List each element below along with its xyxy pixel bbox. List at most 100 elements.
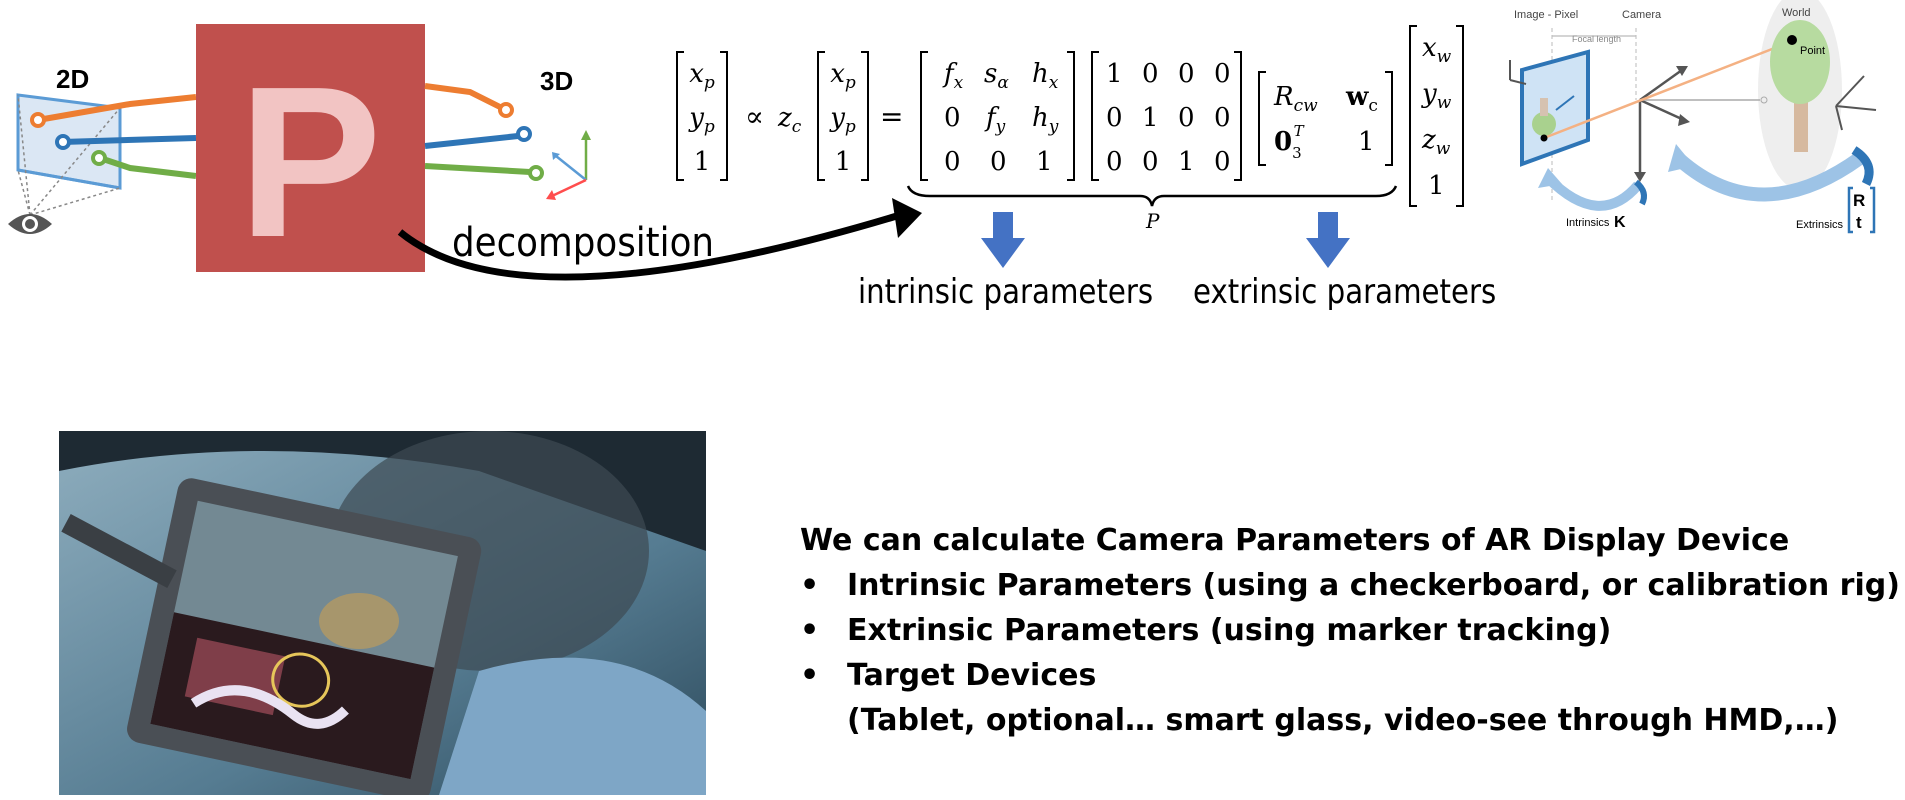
extrinsics-label: Extrinsics [1796, 219, 1844, 231]
camera-image-plane [1520, 49, 1590, 167]
k-fy: fy [984, 103, 1006, 137]
ext-r: Rcw [1273, 82, 1318, 116]
bullet-target-devices: • Target Devices [800, 653, 1890, 698]
world-x: xw [1422, 33, 1452, 67]
point-3d-blue [516, 126, 532, 142]
extrinsics-symbol-t: t [1856, 213, 1862, 232]
svg-text:0: 0 [1142, 59, 1159, 89]
bullet-extrinsic-text: Extrinsic Parameters (using marker track… [847, 613, 1612, 648]
heading: We can calculate Camera Parameters of AR… [800, 523, 1790, 558]
svg-text:0: 0 [1214, 103, 1231, 133]
projection-diagram: 2D P 3D decomposition [8, 0, 1877, 282]
bullet-extrinsic: • Extrinsic Parameters (using marker tra… [800, 608, 1890, 653]
bullet-continuation: (Tablet, optional… smart glass, video-se… [847, 703, 1839, 738]
tree-world-icon [1770, 20, 1830, 152]
image-pixel-label: Image - Pixel [1514, 9, 1578, 21]
bullet-dot: • [800, 658, 820, 693]
point-3d-green [528, 165, 544, 181]
focal-length-label: Focal length [1572, 34, 1621, 44]
k-0c: 0 [990, 147, 1007, 177]
bullet-dot: • [800, 613, 820, 648]
bullet-dot: • [800, 568, 820, 603]
svg-text:1: 1 [1142, 103, 1159, 133]
scale-zc: zc [777, 103, 802, 137]
underbrace [906, 185, 1398, 207]
rhs-y: yp [829, 103, 856, 137]
point-label: Point [1800, 45, 1825, 57]
k-1: 1 [1036, 147, 1053, 177]
camera-equation: xp yp 1 ∝ zc xp yp 1 = fx sα hx 0 fy hy … [676, 25, 1464, 233]
intrinsic-down-arrow [981, 212, 1025, 268]
k-hy: hy [1032, 103, 1059, 137]
label-2d: 2D [56, 64, 89, 94]
bullet-target-devices-text: Target Devices [847, 658, 1097, 693]
extrinsics-arrow [1675, 152, 1865, 202]
world-y: yw [1421, 79, 1452, 113]
world-label: World [1782, 7, 1811, 19]
equals-symbol: = [880, 100, 903, 133]
bracket-extrinsic [1258, 71, 1393, 166]
decomposition-arrowhead [892, 198, 922, 238]
rays-3d [424, 83, 544, 181]
eye-icon [8, 214, 52, 234]
world-1: 1 [1428, 171, 1445, 201]
svg-text:0: 0 [1214, 147, 1231, 177]
intrinsics-symbol: K [1614, 214, 1626, 231]
world-point [1787, 35, 1797, 45]
bracket-rhs [817, 51, 869, 181]
intrinsics-label: Intrinsics [1566, 217, 1610, 229]
world-z: zw [1421, 125, 1451, 159]
ar-surgery-illustration [59, 431, 706, 795]
svg-text:0: 0 [1142, 147, 1159, 177]
camera-label: Camera [1622, 9, 1662, 21]
rhs-x: xp [830, 59, 856, 93]
point-2d-green [91, 150, 107, 166]
camera-model-diagram: Image - Pixel Camera World Focal length [1509, 0, 1877, 234]
intrinsics-arrow [1544, 174, 1642, 211]
k-hx: hx [1032, 59, 1059, 93]
svg-text:1: 1 [1106, 59, 1123, 89]
k-0b: 0 [944, 147, 961, 177]
rhs-1: 1 [835, 147, 852, 177]
decomposition-arrow [397, 211, 902, 281]
ext-0: 03T [1274, 122, 1305, 162]
lhs-x: xp [689, 59, 715, 93]
ar-surgery-photo [59, 431, 706, 795]
extrinsic-down-arrow [1306, 212, 1350, 268]
point-2d-orange [30, 112, 46, 128]
tree-small-icon [1532, 98, 1556, 136]
intrinsic-parameters-label: intrinsic parameters [858, 272, 1154, 312]
svg-text:0: 0 [1106, 147, 1123, 177]
k-s: sα [984, 59, 1009, 93]
ext-1: 1 [1358, 127, 1375, 157]
label-3d: 3D [540, 66, 573, 96]
extrinsic-parameters-label: extrinsic parameters [1193, 272, 1497, 312]
ar-tablet [127, 478, 482, 795]
bracket-lhs [676, 51, 728, 181]
bracket-projection [1091, 51, 1242, 181]
axes-3d-icon [546, 130, 591, 200]
bullet-intrinsic: • Intrinsic Parameters (using a checkerb… [800, 563, 1900, 608]
projection-matrix-letter: P [238, 41, 381, 282]
extrinsics-bracket [1847, 186, 1876, 234]
camera-parameters-text: We can calculate Camera Parameters of AR… [800, 518, 1900, 743]
svg-text:1: 1 [1178, 147, 1195, 177]
extrinsics-symbol-r: R [1853, 191, 1865, 210]
proportional-symbol: ∝ [745, 100, 764, 133]
bracket-world [1409, 25, 1464, 207]
point-3d-orange [498, 102, 514, 118]
svg-text:0: 0 [1214, 59, 1231, 89]
k-0a: 0 [944, 103, 961, 133]
svg-text:0: 0 [1178, 103, 1195, 133]
brace-label: P [1145, 209, 1160, 233]
bracket-intrinsic [920, 51, 1075, 181]
point-2d-blue [55, 134, 71, 150]
svg-text:0: 0 [1106, 103, 1123, 133]
lhs-1: 1 [694, 147, 711, 177]
projection-ray [1543, 40, 1791, 140]
projection-matrix-block [196, 24, 425, 272]
k-fx: fx [942, 59, 964, 93]
decomposition-label: decomposition [452, 220, 714, 266]
rays-2d [30, 94, 197, 179]
